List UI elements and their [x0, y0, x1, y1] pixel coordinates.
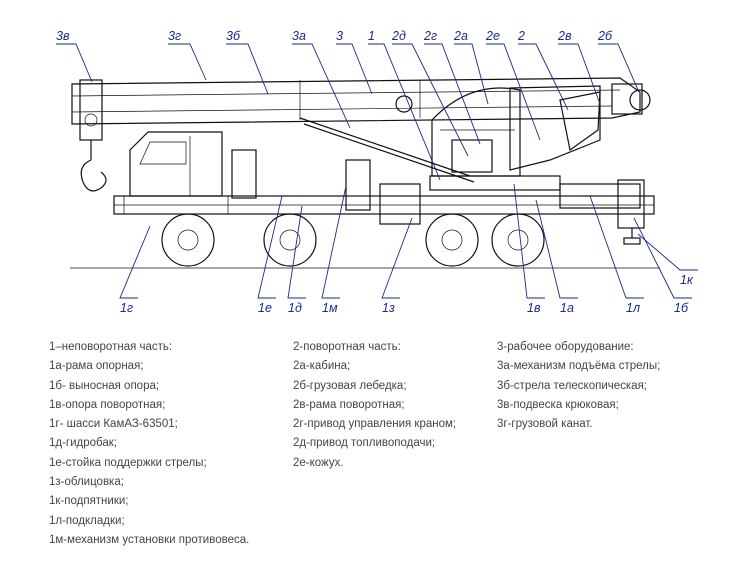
- callout-3a: 3а: [292, 29, 306, 43]
- callout-1m: 1м: [322, 301, 338, 315]
- callout-3g: 3г: [168, 29, 181, 43]
- callout-1v: 1в: [527, 301, 541, 315]
- boom-lift-cylinder: [299, 117, 475, 183]
- callout-1z: 1з: [382, 301, 395, 315]
- legend-item: 1д-гидробак;: [49, 437, 118, 450]
- truck-cab: [123, 131, 229, 215]
- hook-block: [79, 79, 107, 192]
- callout-2: 2: [517, 29, 525, 43]
- bottom-leaders: [119, 183, 698, 299]
- legend-item: 1з-облицовка;: [49, 476, 124, 489]
- legend-column-rotating-part: 2-поворотная часть: 2а-кабина; 2б-грузов…: [293, 338, 456, 473]
- legend-column-working-equipment: 3-рабочее оборудование: 3а-механизм подъ…: [497, 338, 660, 434]
- legend-item: 1в-опора поворотная;: [49, 398, 166, 411]
- rotating-part: [429, 85, 601, 191]
- legend-item: 1–неповоротная часть:: [49, 341, 173, 353]
- legend-item: 1б- выносная опора;: [49, 379, 160, 392]
- legend-item: 2д-привод топливоподачи;: [293, 437, 436, 450]
- callout-2b: 2б: [597, 29, 613, 43]
- legend-item: 1м-механизм установки противовеса.: [49, 533, 250, 546]
- legend-item: 1г- шасси КамАЗ-63501;: [49, 418, 178, 431]
- callout-2e: 2е: [485, 29, 500, 43]
- callout-2v: 2в: [557, 29, 572, 43]
- callout-1b: 1б: [674, 301, 689, 315]
- telescopic-boom: [71, 77, 651, 125]
- callout-1l: 1л: [626, 301, 640, 315]
- callout-3: 3: [336, 29, 343, 43]
- callout-3b: 3б: [226, 29, 241, 43]
- chassis-frame: [113, 149, 655, 245]
- legend-item: 2б-грузовая лебедка;: [293, 379, 407, 392]
- legend-item: 3б-стрела телескопическая;: [497, 379, 647, 392]
- legend-item: 2а-кабина;: [293, 360, 351, 373]
- legend-item: 3а-механизм подъёма стрелы;: [497, 360, 661, 373]
- callout-1: 1: [368, 29, 375, 43]
- legend-item: 3г-грузовой канат.: [497, 418, 593, 431]
- crane-diagram: 3в 3г 3б 3а 3 1 2д 2г 2а 2е 2 2в 2б 1г 1…: [56, 29, 698, 315]
- callout-1d: 1д: [288, 301, 302, 315]
- legend-item: 3в-подвеска крюковая;: [497, 398, 619, 411]
- legend-item: 1е-стойка поддержки стрелы;: [49, 456, 207, 469]
- legend-item: 2в-рама поворотная;: [293, 398, 405, 411]
- legend-item: 2е-кожух.: [293, 456, 344, 469]
- callout-1g: 1г: [120, 301, 133, 315]
- callout-2d: 2д: [391, 29, 406, 43]
- callout-1e: 1е: [258, 301, 272, 315]
- legend-item: 1а-рама опорная;: [49, 360, 144, 373]
- callout-2g: 2г: [423, 29, 437, 43]
- top-leaders: [56, 43, 639, 181]
- legend-item: 1л-подкладки;: [49, 514, 125, 527]
- callout-3v: 3в: [56, 29, 70, 43]
- legend-item: 3-рабочее оборудование:: [497, 341, 634, 353]
- callout-1k: 1к: [680, 273, 694, 287]
- legend-item: 2г-привод управления краном;: [293, 418, 457, 431]
- legend-item: 2-поворотная часть:: [293, 341, 401, 353]
- legend-column-fixed-part: 1–неповоротная часть: 1а-рама опорная; 1…: [49, 338, 249, 550]
- wheels: [161, 213, 545, 267]
- legend-item: 1к-подпятники;: [49, 495, 129, 508]
- callout-2a: 2а: [453, 29, 468, 43]
- callout-1a: 1а: [560, 301, 574, 315]
